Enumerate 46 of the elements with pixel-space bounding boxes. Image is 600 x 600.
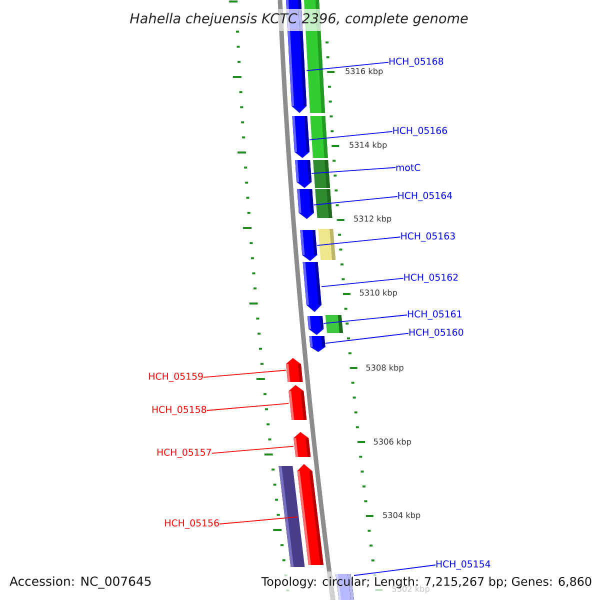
leader-line [316,236,401,246]
gene-block [286,358,303,382]
leader-line [306,62,389,72]
gene-label: HCH_05168 [389,58,444,67]
gene-label: HCH_05157 [157,448,211,458]
gene-block [309,336,326,352]
gene-label: HCH_05163 [401,232,455,242]
leader-line [313,196,398,206]
gene-block [294,432,311,457]
gene-block [288,385,307,420]
leader-line [309,131,393,140]
tick-label: 5308 kbp [366,364,404,372]
leader-line [354,564,436,576]
tick-label: 5306 kbp [374,438,411,446]
gene-block [292,116,310,158]
leader-line [211,446,294,454]
gene-block [302,262,322,312]
gene-block [297,189,314,219]
leader-line [321,278,404,288]
map-title: Hahella chejuensis KCTC 2396, complete genome [130,12,468,26]
accession-text: Accession: NC_007645 [10,576,151,589]
gene-label: HCH_05158 [152,406,206,416]
tick-label: 5304 kbp [383,512,420,520]
gene-label: HCH_05154 [436,560,490,570]
leader-line [203,370,286,378]
tick-label: 5310 kbp [360,289,397,298]
leader-line [219,516,298,524]
gene-label: HCH_05156 [165,519,219,529]
leader-line [323,314,408,324]
leader-line [311,167,396,174]
tick-label: 5314 kbp [350,142,387,150]
gene-block [297,464,324,565]
leader-line [324,332,409,344]
gene-block [300,230,318,261]
tick-label: 5316 kbp [346,68,383,76]
tick-label: 5312 kbp [354,215,392,224]
gene-block [295,160,312,188]
gene-label: HCH_05166 [393,126,447,136]
gene-label: HCH_05162 [404,274,458,283]
gene-block [307,316,324,335]
gene-label: motC [396,164,420,172]
leader-line [206,403,290,411]
gene-label: HCH_05164 [398,192,452,202]
gene-label: HCH_05160 [409,328,464,338]
gene-label: HCH_05159 [149,372,203,382]
gene-label: HCH_05161 [408,310,462,320]
